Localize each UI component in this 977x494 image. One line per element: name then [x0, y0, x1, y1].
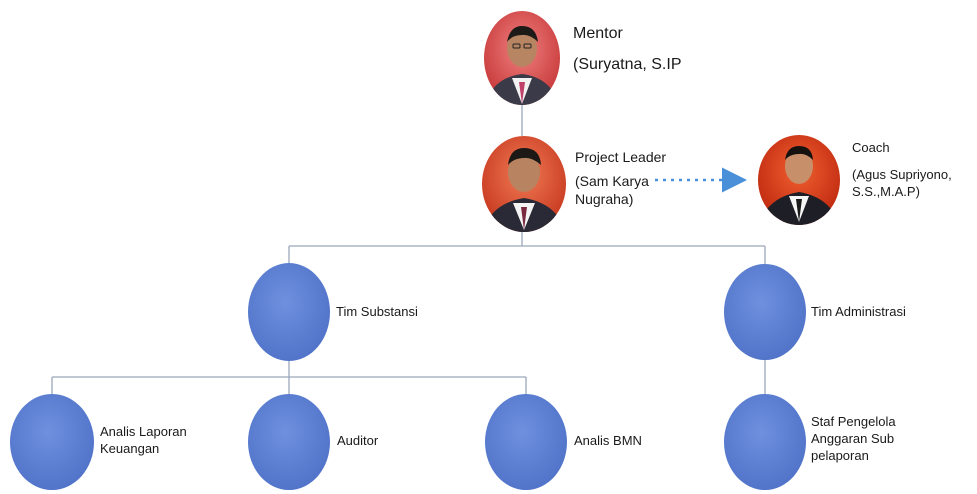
- coach-label: Coach (Agus Supriyono, S.S.,M.A.P): [852, 140, 952, 201]
- analis-laporan-text-2: Keuangan: [100, 440, 160, 456]
- analis-bmn-label: Analis BMN: [574, 433, 642, 450]
- mentor-name: (Suryatna, S.IP: [573, 55, 682, 73]
- tim-administrasi-node: [724, 264, 806, 360]
- project-leader-name-2: Nugraha): [575, 191, 634, 208]
- coach-name-2: S.S.,M.A.P): [852, 183, 920, 199]
- staf-pengelola-text-2: Anggaran Sub: [811, 430, 895, 446]
- tim-substansi-node: [248, 263, 330, 361]
- tim-substansi-label: Tim Substansi: [336, 304, 418, 321]
- mentor-role: Mentor: [573, 25, 623, 42]
- tim-administrasi-label: Tim Administrasi: [811, 304, 906, 321]
- connectors: [51, 105, 766, 394]
- staf-pengelola-text-1: Staf Pengelola: [811, 414, 896, 429]
- staf-pengelola-label: Staf Pengelola Anggaran Sub pelaporan: [811, 414, 896, 465]
- mentor-label: Mentor (Suryatna, S.IP: [573, 24, 682, 76]
- analis-laporan-text-1: Analis Laporan: [100, 424, 187, 439]
- analis-bmn-node: [485, 394, 567, 490]
- project-leader-label: Project Leader (Sam Karya Nugraha): [575, 148, 666, 209]
- coach-photo: [758, 135, 840, 225]
- project-leader-role: Project Leader: [575, 149, 667, 165]
- coach-name-1: (Agus Supriyono,: [852, 166, 952, 182]
- coach-role: Coach: [852, 140, 890, 155]
- tim-administrasi-text: Tim Administrasi: [811, 304, 906, 319]
- analis-laporan-label: Analis Laporan Keuangan: [100, 424, 187, 458]
- mentor-photo: [484, 11, 560, 105]
- staf-pengelola-node: [724, 394, 806, 490]
- analis-laporan-keuangan-node: [10, 394, 94, 490]
- project-leader-photo: [482, 136, 566, 232]
- auditor-text: Auditor: [337, 433, 379, 448]
- project-leader-name-1: (Sam Karya: [575, 173, 649, 190]
- auditor-label: Auditor: [337, 433, 378, 450]
- tim-substansi-text: Tim Substansi: [336, 304, 418, 319]
- auditor-node: [248, 394, 330, 490]
- analis-bmn-text: Analis BMN: [574, 433, 642, 448]
- staf-pengelola-text-3: pelaporan: [811, 447, 869, 463]
